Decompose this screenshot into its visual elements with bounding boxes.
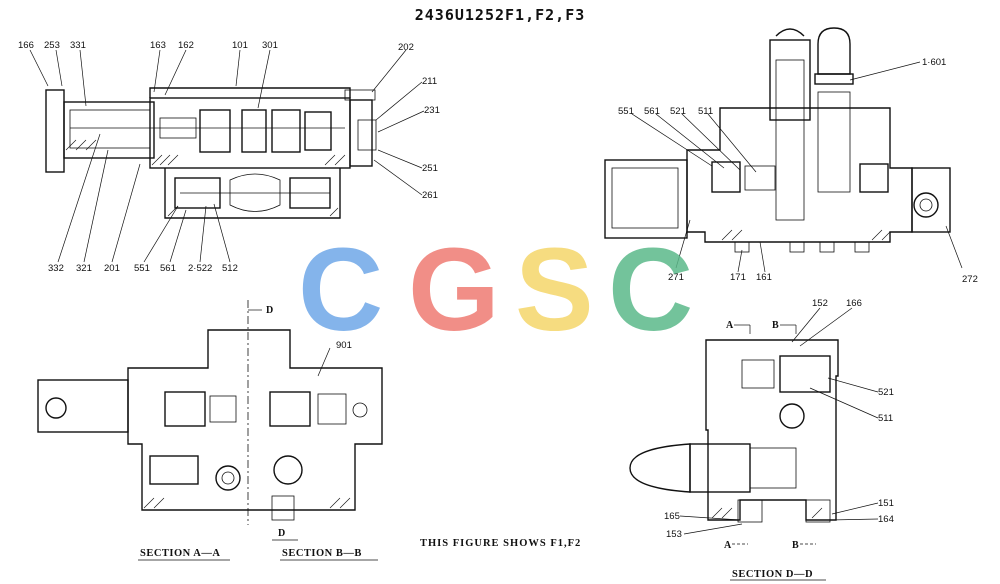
valve-section-top-right — [604, 27, 951, 253]
cut-mark-d-mid: D — [278, 528, 285, 539]
valve-section-bottom-right — [629, 339, 839, 523]
part-label-166-lower: 166 — [846, 298, 862, 309]
valve-section-top-left — [45, 87, 377, 219]
part-label-551-right: 551 — [618, 106, 634, 117]
watermark-letter-c1: C — [298, 224, 383, 356]
part-label-166: 166 — [18, 40, 34, 51]
part-label-202: 202 — [398, 42, 414, 53]
cut-mark-a-top: A — [726, 320, 734, 331]
part-label-561: 561 — [160, 263, 176, 274]
cut-mark-b-top: B — [772, 320, 779, 331]
part-label-301: 301 — [262, 40, 278, 51]
leaders-top-left — [29, 49, 425, 263]
watermark-letter-s: S — [515, 224, 594, 356]
valve-section-bottom-left — [37, 300, 383, 525]
watermark-letter-c2: C — [608, 224, 693, 356]
part-label-152: 152 — [812, 298, 828, 309]
part-label-253: 253 — [44, 40, 60, 51]
cut-mark-d-top: D — [266, 305, 273, 316]
part-label-171: 171 — [730, 272, 746, 283]
section-bb-caption: SECTION B—B — [282, 548, 362, 559]
cgsc-watermark-logo: C G S C — [298, 224, 693, 356]
part-label-521-right: 521 — [670, 106, 686, 117]
part-label-511-right: 511 — [698, 106, 713, 117]
part-label-153: 153 — [666, 529, 682, 540]
section-dd-caption: SECTION D—D — [732, 569, 813, 580]
cut-mark-a-bottom: A — [724, 540, 732, 551]
part-label-331: 331 — [70, 40, 86, 51]
cut-marks-bottom-left: D D — [248, 305, 331, 541]
part-number-labels: 166 253 331 163 162 101 301 202 211 231 … — [18, 40, 978, 540]
part-label-101: 101 — [232, 40, 248, 51]
leaders-bottom-right — [679, 307, 879, 535]
part-label-161: 161 — [756, 272, 772, 283]
part-label-321: 321 — [76, 263, 92, 274]
part-label-551: 551 — [134, 263, 150, 274]
part-label-163: 163 — [150, 40, 166, 51]
part-label-201: 201 — [104, 263, 120, 274]
part-label-1-601: 1·601 — [922, 57, 946, 68]
cut-mark-b-bottom: B — [792, 540, 799, 551]
part-label-272: 272 — [962, 274, 978, 285]
part-label-332: 332 — [48, 263, 64, 274]
part-label-151: 151 — [878, 498, 894, 509]
cut-marks-bottom-right: A B A B — [724, 320, 816, 551]
part-label-164: 164 — [878, 514, 894, 525]
part-label-271: 271 — [668, 272, 684, 283]
part-label-2-522: 2·522 — [188, 263, 212, 274]
part-label-521-lower: 521 — [878, 387, 894, 398]
part-label-165: 165 — [664, 511, 680, 522]
leaders-top-right — [631, 61, 963, 273]
figure-note: THIS FIGURE SHOWS F1,F2 — [420, 538, 581, 549]
diagram-title: 2436U1252F1,F2,F3 — [415, 6, 586, 24]
section-aa-caption: SECTION A—A — [140, 548, 220, 559]
part-label-261: 261 — [422, 190, 438, 201]
part-label-901: 901 — [336, 340, 352, 351]
watermark-letter-g: G — [408, 224, 500, 356]
section-captions: SECTION A—A SECTION B—B THIS FIGURE SHOW… — [138, 538, 826, 581]
part-label-511-lower: 511 — [878, 413, 893, 424]
part-label-512: 512 — [222, 263, 238, 274]
part-label-561-right: 561 — [644, 106, 660, 117]
part-label-231: 231 — [424, 105, 440, 116]
part-label-251: 251 — [422, 163, 438, 174]
part-label-162: 162 — [178, 40, 194, 51]
part-label-211: 211 — [422, 76, 437, 87]
